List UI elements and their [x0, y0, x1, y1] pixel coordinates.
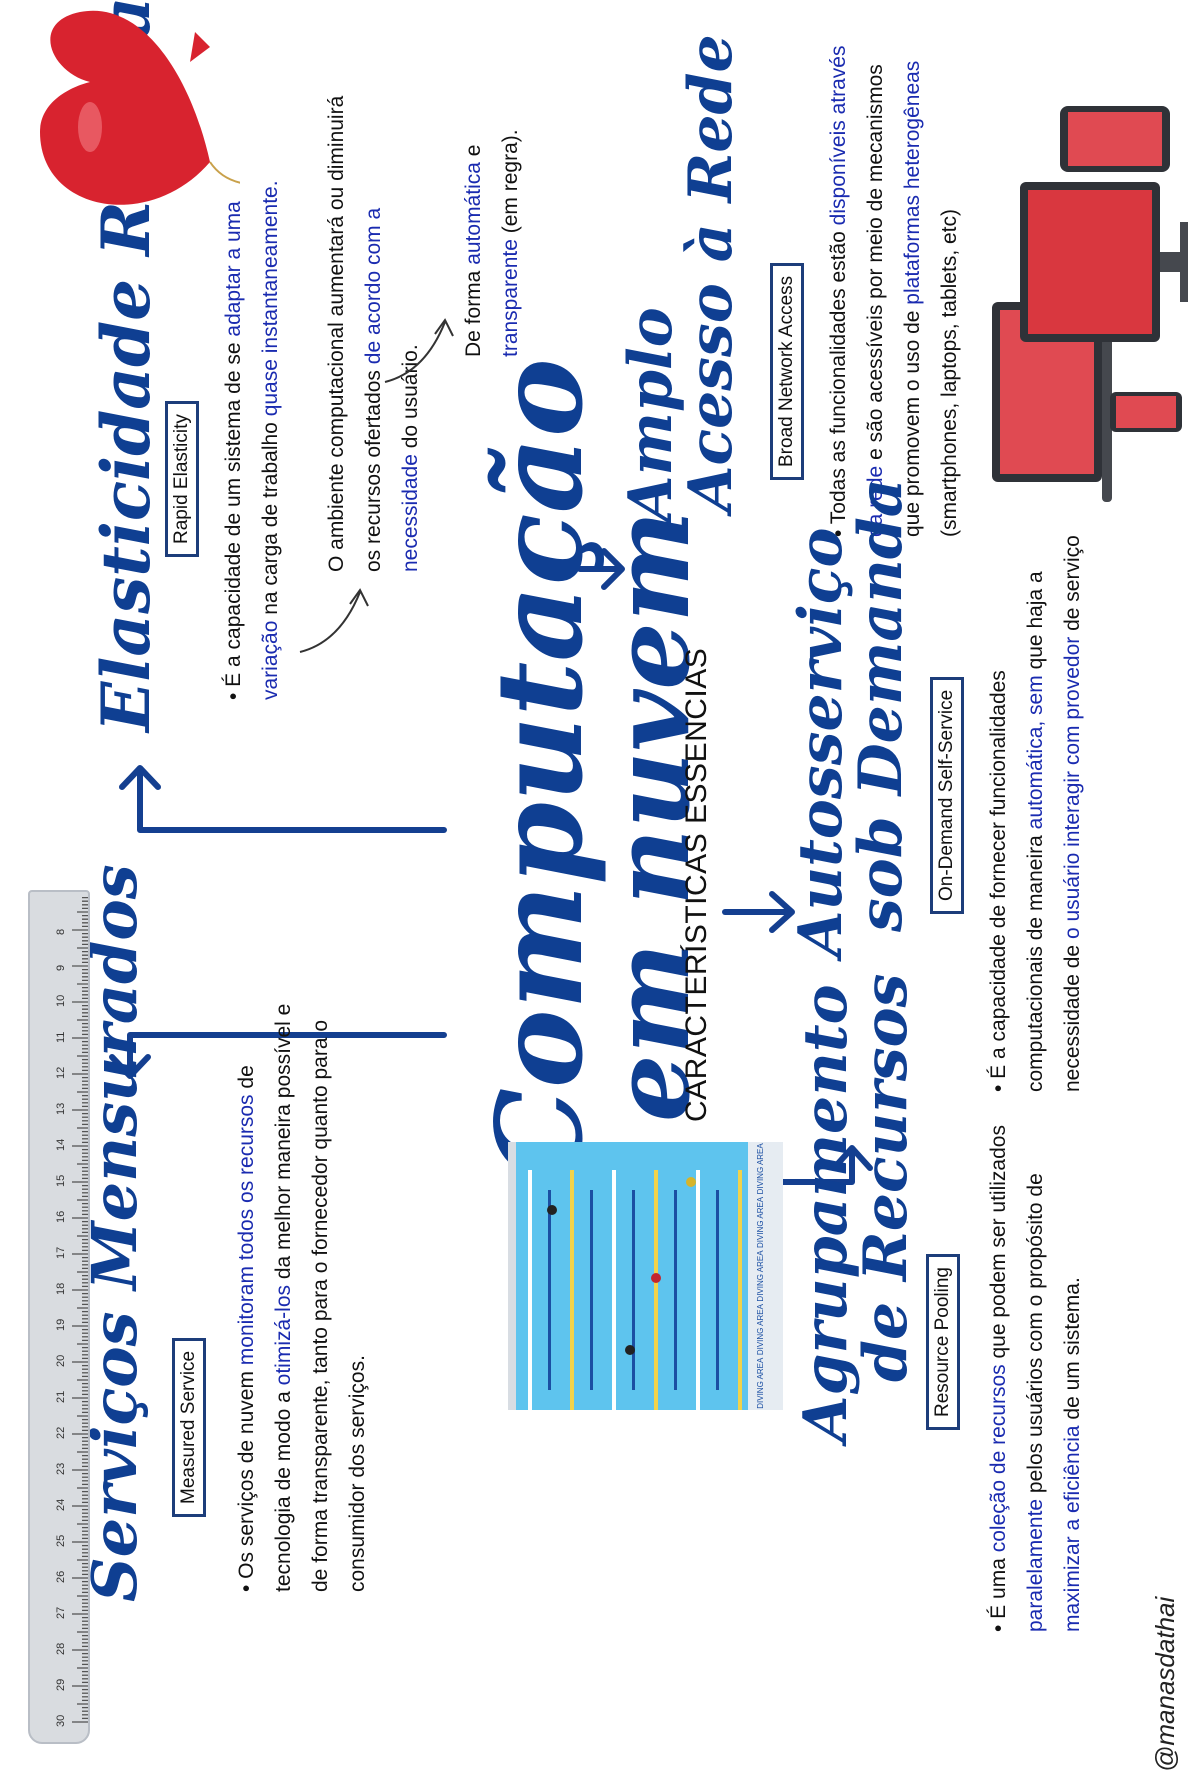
elasticidade-rich: É a capacidade de um sistema de se adapt… [222, 180, 282, 700]
pool-lanes [508, 1142, 783, 1410]
elasticidade-text: • É a capacidade de um sistema de se ada… [222, 180, 282, 700]
watermark-handle: @manasdathai [1150, 1596, 1180, 1772]
ruler-number: 25 [55, 1535, 67, 1547]
devices-image [992, 106, 1188, 502]
ruler-number: 27 [55, 1607, 67, 1619]
plain-text: É a capacidade de um sistema de se [222, 336, 245, 687]
plain-text: É uma [987, 1552, 1010, 1619]
ruler-number: 22 [55, 1427, 67, 1439]
ruler-number: 15 [55, 1175, 67, 1187]
plain-text: que podem ser utilizados [987, 1125, 1010, 1365]
ruler-number: 11 [55, 1032, 67, 1043]
agrupamento-title-line1: Agrupamento [791, 984, 861, 1442]
ruler-number: 10 [55, 995, 67, 1007]
ruler-number: 12 [55, 1067, 67, 1079]
ruler-number: 16 [55, 1211, 67, 1223]
plain-text: pelos usuários com o propósito de [1024, 1173, 1047, 1499]
arrow-to-servicos [127, 1032, 447, 1075]
ruler-image: 30 29 28 27 26 25 24 23 22 21 20 19 18 17 16 15 14 13 12 11… [28, 890, 90, 1744]
plain-text: na carga de trabalho [259, 416, 282, 621]
highlight-text: monitoram todos os recursos [235, 1094, 258, 1366]
ruler-ticks: 30 29 28 27 26 25 24 23 22 21 20 19 18 17 16 15 14 13 12 11… [55, 896, 88, 1727]
ruler-number: 14 [55, 1139, 67, 1151]
autosservico-rich: É a capacidade de fornecer funcionalidad… [987, 535, 1084, 1092]
amplo-rich: Todas as funcionalidades estão disponíve… [827, 46, 961, 537]
ruler-number: 19 [55, 1319, 67, 1331]
highlight-text: paralelamente [1024, 1498, 1047, 1632]
amplo-title-line1: Amplo [616, 307, 686, 522]
pool-label-5: DIVING AREA [756, 1143, 765, 1195]
ruler-number: 24 [55, 1499, 67, 1511]
highlight-text: automática, sem [1024, 675, 1047, 830]
agrupamento-rich: É uma coleção de recursos que podem ser … [987, 1125, 1084, 1632]
ruler-number: 21 [55, 1391, 67, 1403]
autosservico-tag: On-Demand Self-Service [930, 676, 964, 914]
autosservico-text: • É a capacidade de fornecer funcionalid… [987, 535, 1084, 1092]
ruler-number: 29 [55, 1679, 67, 1691]
ruler-number: 13 [55, 1103, 67, 1115]
highlight-text: plataformas heterogêneas [901, 60, 924, 305]
ruler-number: 26 [55, 1571, 67, 1583]
plain-text: (smartphones, laptops, tablets, etc) [938, 209, 961, 537]
servicos-tag: Measured Service [172, 1337, 206, 1517]
highlight-text: o usuário interagir com provedor [1061, 636, 1084, 940]
ruler-number: 17 [55, 1247, 67, 1259]
agrupamento-title-line2: de Recursos [851, 973, 921, 1382]
heart-balloon-image [40, 10, 240, 205]
agrupamento-tag: Resource Pooling [926, 1254, 960, 1430]
plain-text: (em regra). [499, 129, 522, 240]
plain-text: Os serviços de nuvem [235, 1365, 258, 1579]
ruler-number: 23 [55, 1463, 67, 1475]
pool-label-4: DIVING AREA [756, 1196, 765, 1248]
plain-text: de um sistema. [1061, 1277, 1084, 1426]
ruler-number: 18 [55, 1283, 67, 1295]
amplo-text: • Todas as funcionalidades estão disponí… [827, 45, 961, 537]
main-title-line1: Computação [470, 358, 609, 1182]
ruler-number: 28 [55, 1643, 67, 1655]
servicos-rich: Os serviços de nuvem monitoram todos os … [235, 1004, 369, 1592]
autosservico-title-line1: Autosserviço [786, 527, 856, 957]
ruler-number: 9 [55, 965, 67, 971]
pool-image: DIVING AREA DIVING AREA DIVING AREA DIVI… [508, 1142, 783, 1410]
ruler-number: 20 [55, 1355, 67, 1367]
arrow-to-elasticidade [137, 769, 447, 833]
pool-label-1: DIVING AREA [756, 1357, 765, 1409]
plain-text: e [462, 144, 485, 163]
elasticidade-tag: Rapid Elasticity [165, 401, 199, 557]
ruler-number: 8 [55, 929, 67, 935]
pool-label-2: DIVING AREA [756, 1304, 765, 1356]
highlight-text: otimizá-los [272, 1284, 295, 1386]
amplo-tag: Broad Network Access [770, 262, 804, 480]
highlight-text: coleção de recursos [987, 1364, 1010, 1553]
amplo-title-line2: Acesso à Rede [676, 34, 746, 512]
highlight-text: maximizar a eficiência [1061, 1425, 1084, 1632]
pool-label-3: DIVING AREA [756, 1250, 765, 1302]
highlight-text: quase instantaneamente. [259, 180, 282, 417]
servicos-text: • Os serviços de nuvem monitoram todos o… [235, 1003, 369, 1592]
curved-arrows [299, 318, 454, 653]
highlight-text: transparente [499, 239, 522, 357]
ruler-number: 30 [55, 1715, 67, 1727]
autosservico-title-line2: sob Demanda [846, 478, 916, 932]
plain-text: de serviço [1061, 535, 1084, 637]
agrupamento-text: • É uma coleção de recursos que podem se… [987, 1125, 1084, 1632]
subtitle: CARACTERÍSTICAS ESSENCIAS [680, 647, 713, 1122]
